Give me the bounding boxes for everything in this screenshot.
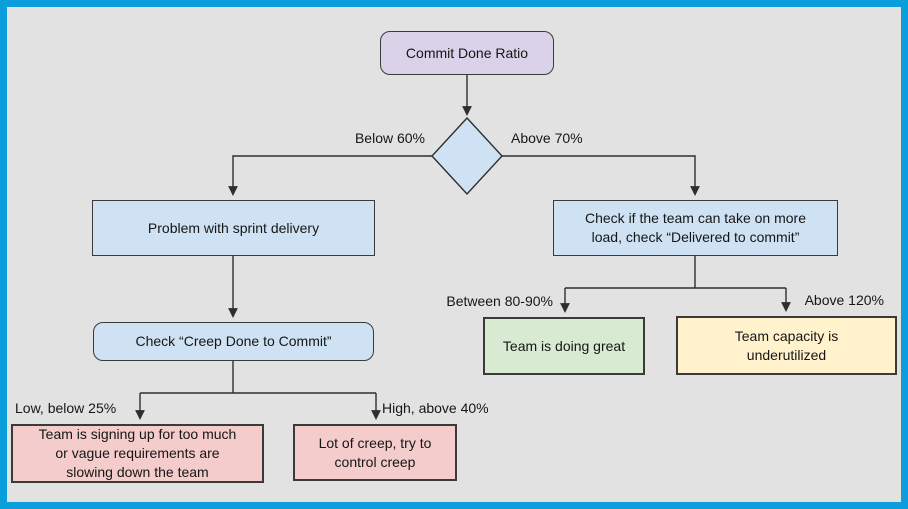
node-commit-done-ratio: Commit Done Ratio bbox=[380, 31, 554, 75]
node-check-creep-done-to-commit: Check “Creep Done to Commit” bbox=[93, 322, 374, 361]
node-lot-of-creep: Lot of creep, try to control creep bbox=[293, 424, 457, 481]
node-signing-up-too-much: Team is signing up for too much or vague… bbox=[11, 424, 264, 483]
edge-label-above-120: Above 120% bbox=[804, 292, 884, 308]
node-team-underutilized: Team capacity is underutilized bbox=[676, 316, 897, 375]
node-team-doing-great: Team is doing great bbox=[483, 317, 645, 375]
edge-label-below-60: Below 60% bbox=[354, 130, 425, 146]
node-problem-sprint-delivery: Problem with sprint delivery bbox=[92, 200, 375, 256]
edge-label-above-70: Above 70% bbox=[511, 130, 583, 146]
edge-label-high-above-40: High, above 40% bbox=[382, 400, 489, 416]
node-check-team-load: Check if the team can take on more load,… bbox=[553, 200, 838, 256]
edge-label-low-below-25: Low, below 25% bbox=[15, 400, 117, 416]
edge-label-between-80-90: Between 80-90% bbox=[446, 293, 553, 309]
